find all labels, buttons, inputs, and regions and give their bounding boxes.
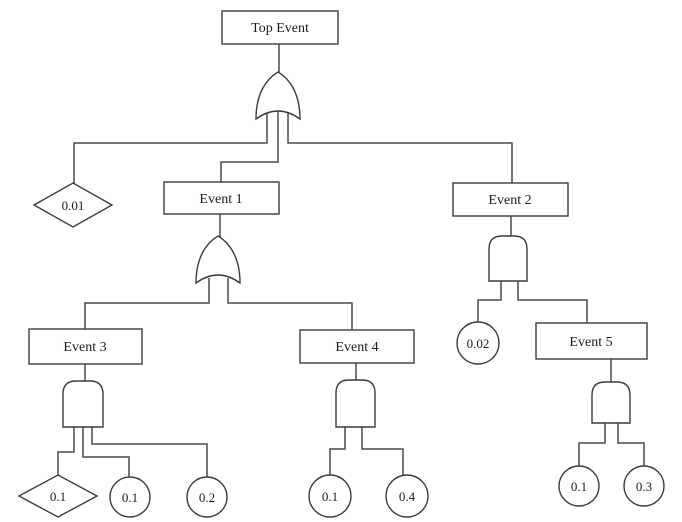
wire-topgate-to-undeveloped-0-01 — [73, 110, 268, 184]
basic-circle-0-1-event4 — [308, 474, 352, 518]
event5-label: Event 5 — [569, 335, 612, 350]
top-event-label: Top Event — [251, 21, 309, 36]
wire-event2gate-to-basic-0-02 — [477, 281, 502, 323]
wire-topgate-to-event1 — [220, 106, 279, 183]
node-basic-0-2-event3: 0.2 — [186, 476, 228, 518]
basic-events: 0.02 0.1 0.2 0.1 0.4 0.1 — [109, 321, 665, 518]
connector-wires — [57, 44, 645, 478]
node-undeveloped-0-1: 0.1 — [17, 474, 99, 518]
node-basic-0-1-event3: 0.1 — [109, 476, 151, 518]
wire-event3gate-to-basic-0-2 — [91, 427, 208, 478]
event5-box — [535, 322, 648, 360]
basic-circle-0-02 — [456, 321, 500, 365]
event3-label: Event 3 — [63, 340, 106, 355]
wire-event2gate-to-event5 — [517, 281, 588, 324]
node-undeveloped-0-01: 0.01 — [32, 182, 114, 228]
event4-box — [299, 329, 415, 364]
and-gate-icon-event4 — [335, 379, 376, 428]
basic-circle-0-1-event3 — [109, 476, 151, 518]
node-basic-0-1-event5: 0.1 — [558, 465, 600, 507]
or-gate-icon-event1 — [195, 235, 241, 285]
basic-0-3-event5-value: 0.3 — [636, 479, 652, 494]
node-basic-0-1-event4: 0.1 — [308, 474, 352, 518]
basic-circle-0-2-event3 — [186, 476, 228, 518]
node-event2: Event 2 — [452, 182, 569, 217]
and-gate-icon-event2 — [488, 235, 528, 282]
node-event4: Event 4 — [299, 329, 415, 364]
wire-event1gate-to-event3 — [84, 278, 210, 330]
wire-event1gate-to-event4 — [227, 278, 353, 331]
basic-circle-0-3-event5 — [623, 465, 665, 507]
or-gate-icon-top — [255, 71, 301, 121]
and-gate-icon-event5 — [591, 381, 631, 424]
basic-0-1-event5-value: 0.1 — [571, 479, 587, 494]
wire-event5gate-to-basic-0-3 — [617, 423, 645, 467]
basic-0-1-event4-value: 0.1 — [322, 489, 338, 504]
node-basic-0-3-event5: 0.3 — [623, 465, 665, 507]
basic-0-2-event3-value: 0.2 — [199, 490, 215, 505]
wire-event4gate-to-basic-0-1 — [329, 427, 346, 476]
basic-circle-0-4-event4 — [385, 474, 429, 518]
wire-topgate-to-event2 — [287, 110, 513, 184]
basic-circle-0-1-event5 — [558, 465, 600, 507]
node-event1: Event 1 — [163, 181, 280, 215]
basic-0-4-event4-value: 0.4 — [399, 489, 416, 504]
undeveloped-0-01-value: 0.01 — [62, 198, 85, 213]
event2-label: Event 2 — [488, 193, 531, 208]
wire-event5gate-to-basic-0-1 — [578, 423, 606, 467]
node-basic-0-02: 0.02 — [456, 321, 500, 365]
event-boxes: Top Event Event 1 Event 2 Event 3 Event … — [28, 10, 648, 365]
node-basic-0-4-event4: 0.4 — [385, 474, 429, 518]
wire-event3gate-to-basic-0-1 — [82, 427, 130, 478]
and-gate-icon-event3 — [62, 380, 104, 428]
undeveloped-0-1-value: 0.1 — [50, 489, 66, 504]
node-event5: Event 5 — [535, 322, 648, 360]
node-event3: Event 3 — [28, 328, 143, 365]
event1-label: Event 1 — [199, 192, 242, 207]
undeveloped-diamond-top — [32, 182, 114, 228]
event4-label: Event 4 — [335, 340, 378, 355]
basic-0-1-event3-value: 0.1 — [122, 490, 138, 505]
event2-box — [452, 182, 569, 217]
wire-event4gate-to-basic-0-4 — [361, 427, 404, 476]
logic-gates — [62, 71, 631, 428]
wire-event3gate-to-undeveloped-0-1 — [57, 427, 75, 476]
node-top-event: Top Event — [221, 10, 339, 45]
event1-box — [163, 181, 280, 215]
event3-box — [28, 328, 143, 365]
undeveloped-events: 0.01 0.1 — [17, 182, 114, 518]
undeveloped-diamond-event3 — [17, 474, 99, 518]
basic-0-02-value: 0.02 — [467, 336, 490, 351]
top-event-box — [221, 10, 339, 45]
